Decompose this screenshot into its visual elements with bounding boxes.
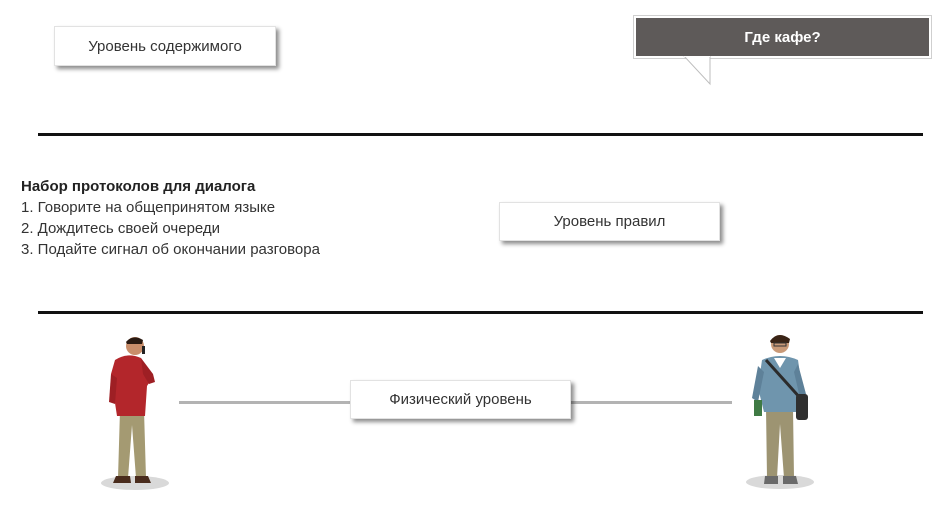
protocol-item: 1. Говорите на общепринятом языке <box>21 199 276 216</box>
divider-rules-physical <box>38 311 923 314</box>
protocol-list-title: Набор протоколов для диалога <box>21 178 256 195</box>
speech-bubble-tail-icon <box>683 56 711 86</box>
student-with-bag-icon <box>746 334 814 489</box>
content-layer-label: Уровень содержимого <box>54 26 276 66</box>
physical-link-line-right <box>569 401 732 404</box>
person-on-phone-icon <box>101 337 169 490</box>
protocol-list: Набор протоколов для диалога 1. Говорите… <box>21 176 341 260</box>
protocol-item: 3. Подайте сигнал об окончании разговора <box>21 241 320 258</box>
physical-link-line-left <box>179 401 350 404</box>
divider-content-rules <box>38 133 923 136</box>
speech-bubble: Где кафе? <box>633 15 932 59</box>
protocol-item: 2. Дождитесь своей очереди <box>21 220 221 237</box>
rules-layer-label: Уровень правил <box>499 202 720 241</box>
physical-layer-label: Физический уровень <box>350 380 571 419</box>
speech-bubble-text: Где кафе? <box>636 18 929 56</box>
